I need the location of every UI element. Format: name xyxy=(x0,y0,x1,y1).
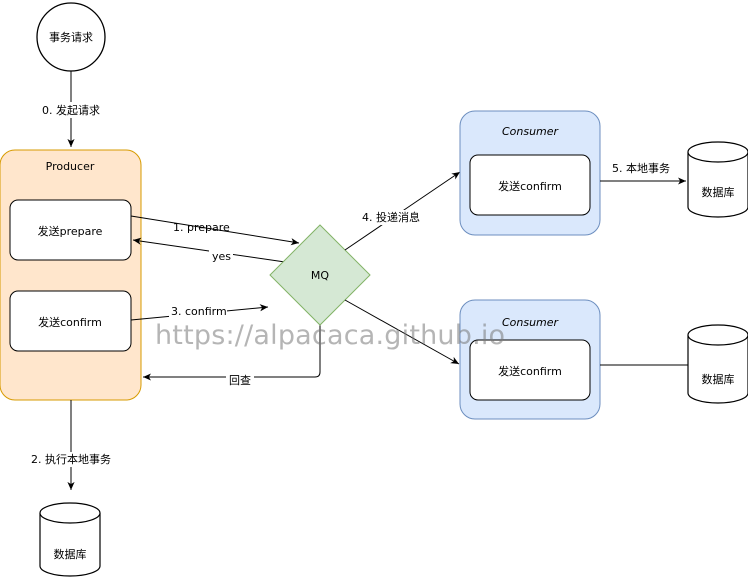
check-back-edge-label: 回查 xyxy=(229,373,251,387)
consumer-top-database xyxy=(687,141,748,218)
consumer-bottom-database xyxy=(687,324,748,404)
producer-confirm-label: 发送confirm xyxy=(38,315,102,329)
consumer-top-confirm-label: 发送confirm xyxy=(498,179,562,193)
start-node-label: 事务请求 xyxy=(49,31,93,44)
consumer-top-database-label: 数据库 xyxy=(702,185,735,199)
deliver-bottom-edge xyxy=(344,299,460,365)
consumer-bottom-confirm-label: 发送confirm xyxy=(498,364,562,378)
consumer-bottom-database-label: 数据库 xyxy=(702,372,735,386)
producer-title: Producer xyxy=(46,160,95,173)
yes-edge-label: yes xyxy=(212,250,231,263)
mq-label: MQ xyxy=(311,269,329,282)
producer-confirm-box xyxy=(9,290,132,352)
prepare-edge xyxy=(130,215,300,246)
prepare-edge-label: 1. prepare xyxy=(173,221,230,234)
consumer-top-confirm-box xyxy=(469,154,591,216)
producer-database-label: 数据库 xyxy=(54,547,87,561)
producer-database xyxy=(39,502,101,577)
consumer-local-tx-edge-label: 5. 本地事务 xyxy=(612,161,670,175)
consumer-bottom-confirm-box xyxy=(469,339,591,401)
check-back-edge xyxy=(143,325,321,381)
producer-prepare-label: 发送prepare xyxy=(38,224,103,238)
confirm-edge-label: 3. confirm xyxy=(171,305,227,318)
producer-prepare-box xyxy=(9,199,132,261)
local-tx-edge-label: 2. 执行本地事务 xyxy=(31,452,111,466)
consumer-top-title: Consumer xyxy=(502,125,560,138)
producer-container xyxy=(0,149,142,401)
deliver-edge-label: 4. 投递消息 xyxy=(362,210,420,224)
request-edge-label: 0. 发起请求 xyxy=(42,103,100,117)
consumer-bottom-title: Consumer xyxy=(502,316,560,329)
